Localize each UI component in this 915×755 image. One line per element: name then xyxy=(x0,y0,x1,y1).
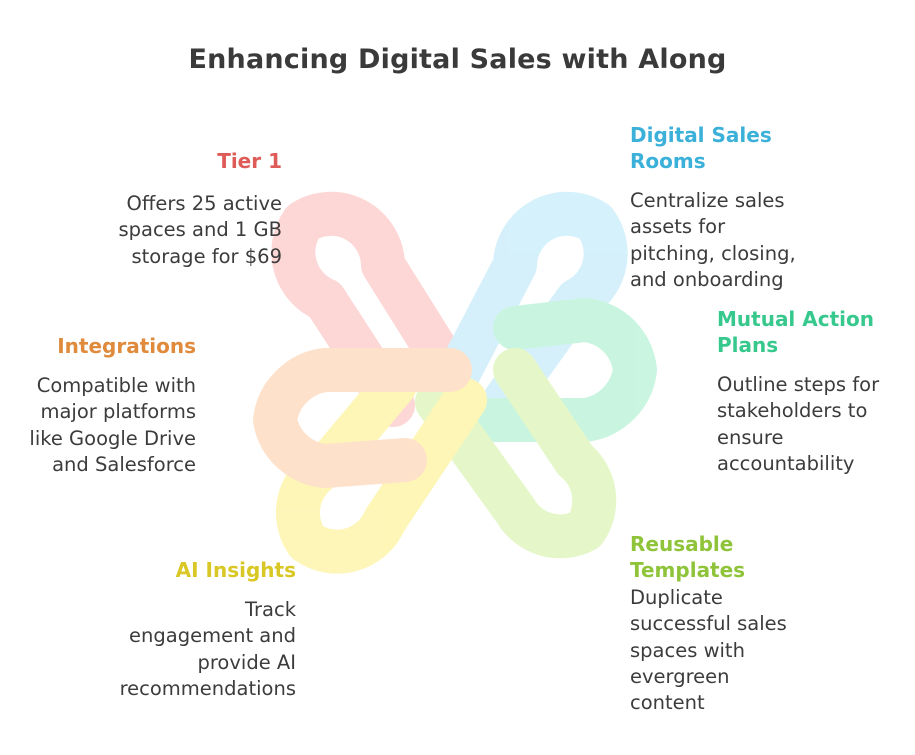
integrations-description: Compatible with major platforms like Goo… xyxy=(8,373,196,478)
integrations-heading: Integrations xyxy=(57,334,196,358)
tier1-description: Offers 25 active spaces and 1 GB storage… xyxy=(92,191,282,270)
mutual-action-plans-line: Outline steps for xyxy=(717,373,880,396)
ai-insights-line: provide AI xyxy=(197,650,296,674)
mutual-action-plans-line: stakeholders to xyxy=(717,399,868,423)
reusable-templates-line: successful sales xyxy=(630,612,787,636)
tier1-heading: Tier 1 xyxy=(217,149,282,173)
tier1-line: spaces and 1 GB xyxy=(118,218,282,242)
reusable-templates-heading-line: Templates xyxy=(630,558,746,582)
reusable-templates-heading: Reusable Templates xyxy=(630,531,830,583)
mutual-action-plans-line: accountability xyxy=(717,451,855,475)
mutual-action-plans-block: Mutual Action Plans Outline steps for st… xyxy=(717,306,907,477)
integrations-line: and Salesforce xyxy=(52,452,196,476)
ai-insights-heading: AI Insights xyxy=(175,558,296,582)
ai-insights-block: AI Insights Track engagement and provide… xyxy=(96,557,296,702)
ai-insights-line: Track xyxy=(244,598,296,621)
mutual-action-plans-heading-line: Plans xyxy=(717,333,779,357)
digital-sales-rooms-heading-line: Rooms xyxy=(630,149,706,173)
ai-insights-description: Track engagement and provide AI recommen… xyxy=(96,597,296,702)
mutual-action-plans-heading: Mutual Action Plans xyxy=(717,306,907,358)
digital-sales-rooms-block: Digital Sales Rooms Centralize sales ass… xyxy=(630,122,860,293)
digital-sales-rooms-line: pitching, closing, xyxy=(630,241,796,265)
reusable-templates-line: content xyxy=(630,691,705,715)
mutual-action-plans-description: Outline steps for stakeholders to ensure… xyxy=(717,372,907,477)
loop-reusable-templates xyxy=(415,348,617,559)
integrations-block: Integrations Compatible with major platf… xyxy=(8,333,196,478)
digital-sales-rooms-line: Centralize sales xyxy=(630,189,785,212)
tier1-line: Offers 25 active xyxy=(126,192,282,215)
mutual-action-plans-line: ensure xyxy=(717,425,784,449)
loop-integrations xyxy=(253,348,472,488)
mutual-action-plans-heading-line: Mutual Action xyxy=(717,307,874,331)
digital-sales-rooms-heading: Digital Sales Rooms xyxy=(630,122,860,174)
loop-mutual-action-plans xyxy=(438,298,657,442)
digital-sales-rooms-description: Centralize sales assets for pitching, cl… xyxy=(630,188,860,293)
diagram-title: Enhancing Digital Sales with Along xyxy=(188,44,727,75)
ai-insights-line: recommendations xyxy=(119,676,296,700)
interlocking-loops-emblem xyxy=(253,191,657,574)
digital-sales-rooms-heading-line: Digital Sales xyxy=(630,123,772,147)
tier1-line: storage for $69 xyxy=(131,244,282,268)
integrations-line: like Google Drive xyxy=(29,426,196,450)
reusable-templates-block: Reusable Templates Duplicate successful … xyxy=(630,531,830,716)
digital-sales-rooms-line: and onboarding xyxy=(630,267,784,291)
loop-digital-sales-rooms xyxy=(433,191,628,422)
tier1-block: Tier 1 Offers 25 active spaces and 1 GB … xyxy=(92,148,282,270)
reusable-templates-heading-line: Reusable xyxy=(630,532,734,556)
integrations-line: major platforms xyxy=(40,400,196,424)
reusable-templates-line: Duplicate xyxy=(630,586,723,609)
reusable-templates-line: spaces with xyxy=(630,638,745,662)
integrations-line: Compatible with xyxy=(36,374,196,397)
loop-tier1 xyxy=(271,191,477,427)
reusable-templates-line: evergreen xyxy=(630,664,730,688)
reusable-templates-description: Duplicate successful sales spaces with e… xyxy=(630,585,830,716)
digital-sales-rooms-line: assets for xyxy=(630,215,726,239)
ai-insights-line: engagement and xyxy=(129,624,296,648)
